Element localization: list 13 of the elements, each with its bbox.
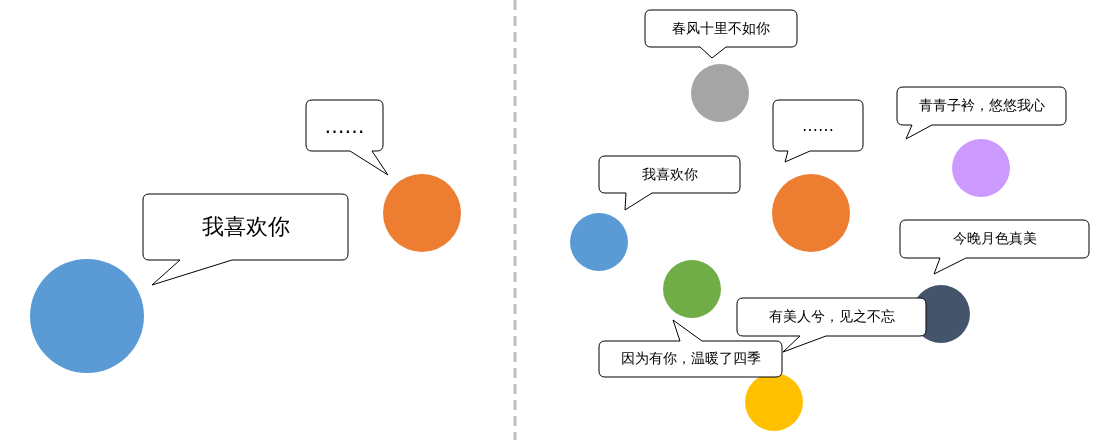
bubble-text: 今晚月色真美 (952, 230, 1037, 248)
bubble-text: 有美人兮，见之不忘 (768, 308, 895, 326)
bubble-text: 我喜欢你 (641, 165, 698, 184)
bubble-text: …… (802, 116, 834, 135)
bubble-text: 青青子衿，悠悠我心 (918, 97, 1045, 115)
circle (663, 260, 721, 318)
bubble-text: 我喜欢你 (201, 213, 290, 241)
bubble-text: …… (324, 113, 365, 138)
circle (952, 139, 1010, 197)
bubble-text: 因为有你，温暖了四季 (620, 350, 761, 368)
circle (745, 373, 803, 431)
bubble-text: 春风十里不如你 (672, 19, 770, 38)
circle (570, 213, 628, 271)
